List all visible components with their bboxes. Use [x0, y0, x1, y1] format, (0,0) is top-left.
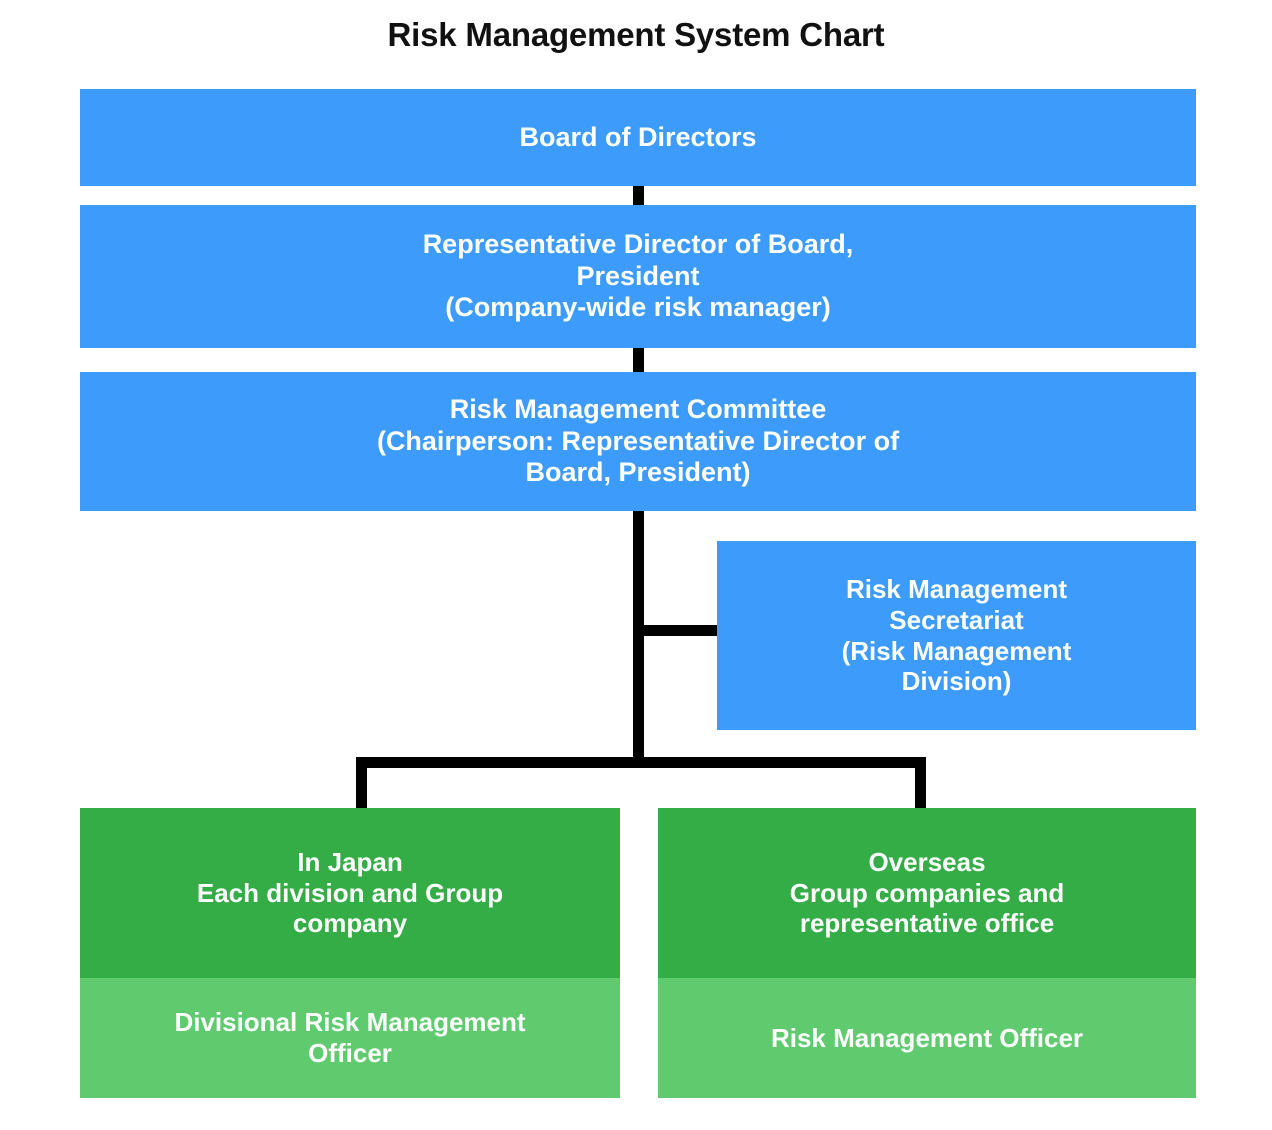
node-in-japan-header[interactable]: In Japan Each division and Group company — [80, 808, 620, 978]
node-overseas-head-line-2: Group companies and — [789, 877, 1065, 908]
page-title: Risk Management System Chart — [387, 16, 885, 53]
node-in-japan-sub-line-1: Divisional Risk Management — [174, 1007, 526, 1038]
node-secretariat-line-1: Risk Management — [845, 574, 1068, 605]
connector-board-to-president — [633, 186, 644, 205]
connector-distribution-bus — [356, 757, 926, 768]
connector-president-to-committee — [633, 348, 644, 372]
node-overseas-header[interactable]: Overseas Group companies and representat… — [658, 808, 1196, 978]
connector-drop-to-overseas — [915, 757, 926, 810]
node-in-japan-head-line-3: company — [292, 908, 408, 939]
node-in-japan-group[interactable]: In Japan Each division and Group company… — [80, 808, 620, 1098]
node-committee-line-1: Risk Management Committee — [449, 393, 827, 424]
node-president-line-3: (Company-wide risk manager) — [445, 292, 831, 323]
node-secretariat-line-2: Secretariat — [889, 604, 1024, 635]
node-in-japan-head-line-2: Each division and Group — [196, 877, 504, 908]
node-in-japan-head-line-1: In Japan — [297, 846, 403, 877]
node-president-line-2: President — [576, 260, 700, 291]
node-president-line-1: Representative Director of Board, — [422, 228, 854, 259]
node-committee-line-3: Board, President) — [525, 457, 751, 488]
node-divisional-risk-management-officer[interactable]: Divisional Risk Management Officer — [80, 978, 620, 1098]
node-overseas-head-line-3: representative office — [799, 908, 1055, 939]
node-in-japan-sub-line-2: Officer — [308, 1038, 392, 1068]
node-risk-management-secretariat[interactable]: Risk Management Secretariat (Risk Manage… — [717, 541, 1196, 730]
node-overseas-head-line-1: Overseas — [868, 846, 986, 877]
node-board-of-directors[interactable]: Board of Directors — [80, 89, 1196, 186]
node-secretariat-line-3: (Risk Management — [841, 635, 1072, 666]
node-overseas-group[interactable]: Overseas Group companies and representat… — [658, 808, 1196, 1098]
connector-committee-trunk — [633, 511, 644, 767]
node-secretariat-line-4: Division) — [901, 666, 1012, 697]
node-risk-management-committee[interactable]: Risk Management Committee (Chairperson: … — [80, 372, 1196, 511]
node-overseas-sub-line-1: Risk Management Officer — [770, 1022, 1084, 1053]
connector-drop-to-japan — [356, 757, 367, 810]
node-risk-management-officer[interactable]: Risk Management Officer — [658, 978, 1196, 1098]
node-committee-line-2: (Chairperson: Representative Director of — [376, 425, 900, 456]
connector-committee-to-secretariat — [633, 625, 719, 636]
node-representative-director-president[interactable]: Representative Director of Board, Presid… — [80, 205, 1196, 348]
node-board-line-1: Board of Directors — [519, 121, 757, 152]
